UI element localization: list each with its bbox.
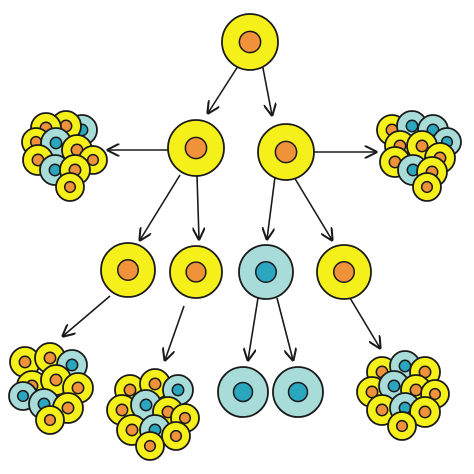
blue-cell-nucleus [287,381,309,403]
arrow-yellow-c-to-cluster [349,297,380,348]
blue-cell-nucleus [49,136,63,150]
yellow-cell-nucleus [125,423,139,437]
yellow-cell-nucleus [420,180,434,194]
arrow-left-to-yellow-b [197,175,199,239]
yellow-cell-nucleus [71,381,85,395]
yellow-cell-nucleus [116,258,140,282]
cluster-left-mid [21,110,108,202]
yellow-cell-nucleus [178,411,192,425]
cluster-left-bottom [8,342,94,435]
yellow-cell-nucleus [18,355,32,369]
arrow-root-to-right [261,62,272,115]
arrow-yellow-b-to-cluster [165,305,185,360]
blue-cell-nucleus [254,260,278,284]
yellow-cell-nucleus [428,387,442,401]
gen2-right-yellow-cell [257,123,315,181]
yellow-cell-nucleus [274,140,298,164]
yellow-cell-nucleus [375,403,389,417]
blue-cell-nucleus [398,359,412,373]
gen3-yellow-cell-c [316,244,372,300]
yellow-cell-nucleus [185,261,207,283]
cluster-center-bottom [106,368,200,461]
arrow-right-to-yellow-c [293,176,332,240]
cluster-left-mid-cell [55,172,85,202]
yellow-cell-nucleus [418,405,432,419]
yellow-cell-nucleus [43,351,57,365]
yellow-cell-nucleus [86,153,100,167]
yellow-cell-nucleus [43,413,57,427]
gen4-blue-cell-2 [272,366,324,418]
arrow-root-to-left [208,62,241,113]
gen3-blue-cell [238,244,294,300]
gen2-left-yellow-cell [167,119,225,177]
yellow-cell-nucleus [395,419,409,433]
cluster-right-mid [376,110,462,202]
cluster-center-bottom-cell [135,431,165,461]
blue-cell-nucleus [387,379,401,393]
yellow-cell-nucleus [148,377,162,391]
arrow-blue-to-blue-cell-2 [276,297,293,360]
cluster-center-bottom-cell [161,421,191,451]
yellow-cell-nucleus [143,439,157,453]
blue-cell-nucleus [48,163,62,177]
cluster-right-mid-cell [412,172,442,202]
yellow-cell-nucleus [169,429,183,443]
blue-cell-nucleus [65,358,79,372]
yellow-cell-nucleus [332,260,356,284]
yellow-cell-nucleus [415,139,429,153]
gen3-yellow-cell-b [169,245,223,299]
blue-cell-nucleus [16,389,30,403]
yellow-cell-nucleus [238,30,262,54]
root-yellow-cell [221,13,279,71]
arrows-layer [63,62,380,360]
arrow-left-to-yellow-a [140,174,181,240]
arrow-yellow-a-to-cluster [63,295,111,336]
arrow-blue-to-blue-cell-1 [248,297,259,360]
gen3-yellow-cell-a [100,242,156,298]
cluster-right-bottom-cell [409,396,441,428]
cluster-right-bottom-cell [387,411,417,441]
yellow-cell-nucleus [63,180,77,194]
yellow-cell-nucleus [61,401,75,415]
yellow-cell-nucleus [184,136,208,160]
cluster-left-bottom-cell [35,405,65,435]
cluster-left-bottom-cell [9,346,41,378]
cluster-right-bottom [356,350,450,441]
yellow-cell-nucleus [123,383,137,397]
cells-layer [8,13,462,461]
blue-cell-nucleus [232,381,254,403]
blue-cell-nucleus [139,398,153,412]
gen4-blue-cell-1 [217,366,269,418]
blue-cell-nucleus [171,383,185,397]
blue-cell-nucleus [405,119,419,133]
arrow-right-to-blue [267,176,276,239]
yellow-cell-nucleus [49,373,63,387]
yellow-cell-nucleus [115,403,129,417]
cluster-right-bottom-cell [366,394,398,426]
